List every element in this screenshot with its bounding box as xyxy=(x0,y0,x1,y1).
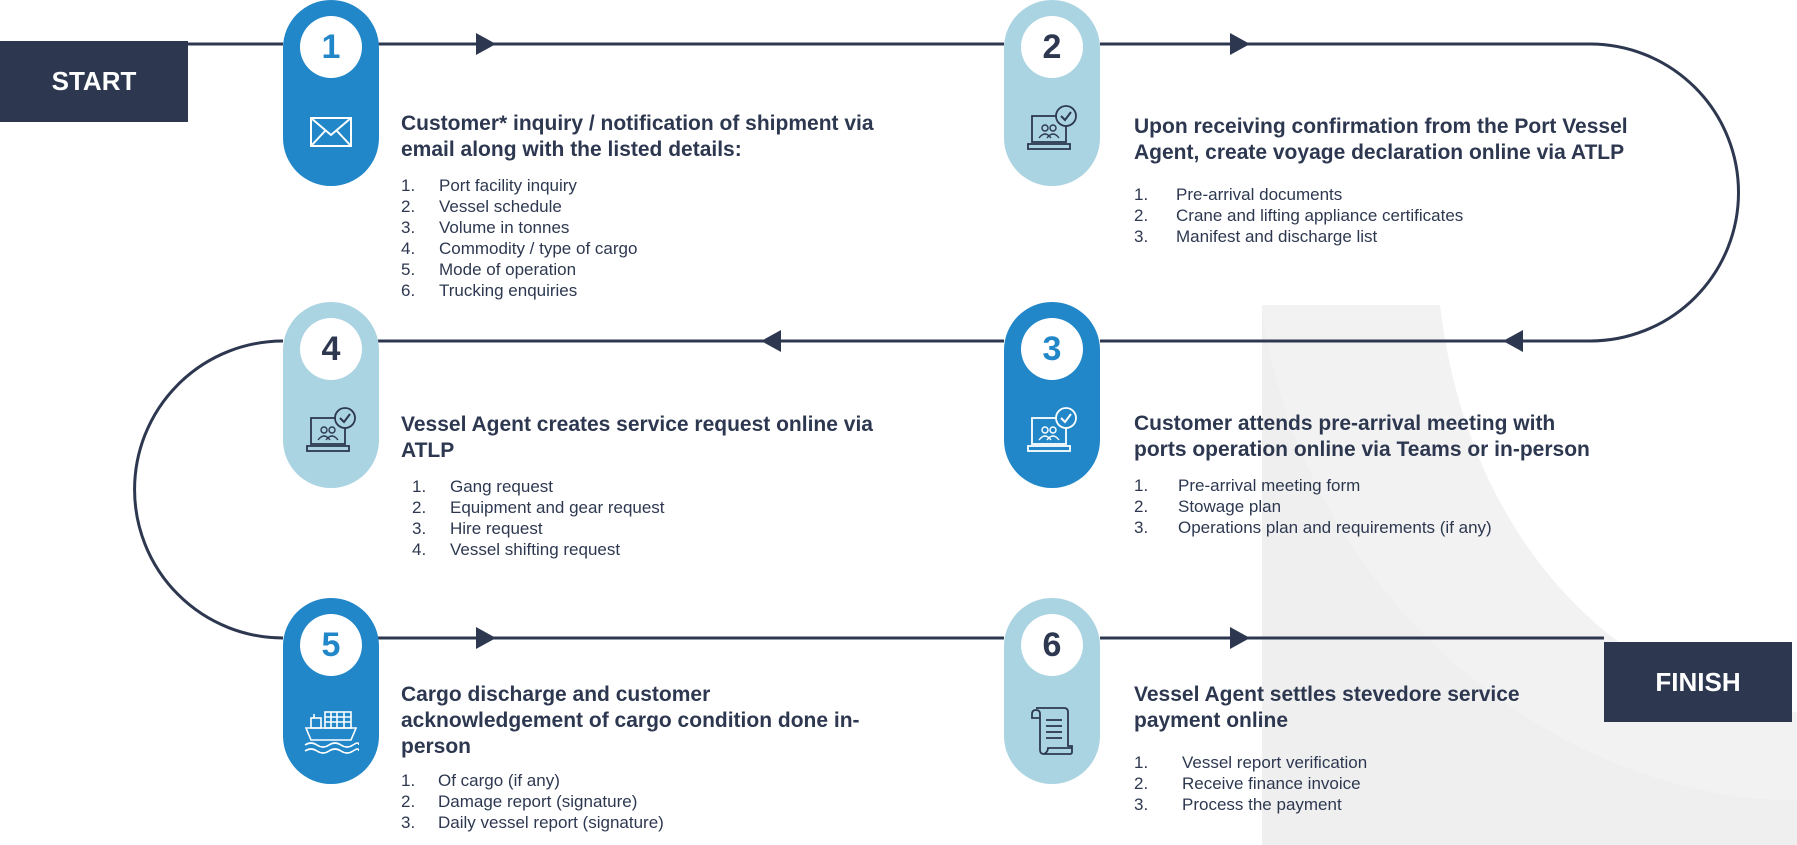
finish-label: FINISH xyxy=(1604,642,1792,722)
connector-4-5-loop xyxy=(133,339,284,640)
step-6-marker: 6 xyxy=(1004,598,1100,784)
list-item: 1.Port facility inquiry xyxy=(401,176,577,195)
step-3-list: 1.Pre-arrival meeting form 2.Stowage pla… xyxy=(1134,475,1594,538)
list-item: 3.Volume in tonnes xyxy=(401,218,570,237)
list-item: 3.Process the payment xyxy=(1134,795,1342,814)
step-4-title: Vessel Agent creates service request onl… xyxy=(401,413,873,462)
arrow-left xyxy=(1503,330,1523,352)
list-item: 4.Vessel shifting request xyxy=(412,540,621,559)
step-3-marker: 3 xyxy=(1004,302,1100,488)
step-3-content: Customer attends pre-arrival meeting wit… xyxy=(1134,411,1594,538)
list-item: 5.Mode of operation xyxy=(401,260,577,279)
step-5-title: Cargo discharge and customer acknowledge… xyxy=(401,683,860,758)
cargo-ship-icon xyxy=(304,711,359,754)
arrow-right xyxy=(476,33,496,55)
list-item: 1.Of cargo (if any) xyxy=(401,771,560,790)
step-1-marker: 1 xyxy=(283,0,379,186)
list-item: 2.Equipment and gear request xyxy=(412,498,665,517)
list-item: 2.Stowage plan xyxy=(1134,497,1282,516)
envelope-icon xyxy=(310,117,352,147)
step-4-number: 4 xyxy=(300,318,362,380)
step-6-number: 6 xyxy=(1021,614,1083,676)
list-item: 6.Trucking enquiries xyxy=(401,281,578,300)
step-1-number: 1 xyxy=(300,16,362,78)
list-item: 2.Receive finance invoice xyxy=(1134,774,1361,793)
list-item: 1.Gang request xyxy=(412,477,554,496)
step-4-marker: 4 xyxy=(283,302,379,488)
laptop-check-icon xyxy=(1027,105,1077,150)
arrow-right xyxy=(1230,627,1250,649)
laptop-check-icon xyxy=(306,407,356,452)
list-item: 3.Hire request xyxy=(412,519,543,538)
step-2-content: Upon receiving confirmation from the Por… xyxy=(1134,114,1664,247)
arrow-right xyxy=(476,627,496,649)
start-label: START xyxy=(0,41,188,122)
step-5-content: Cargo discharge and customer acknowledge… xyxy=(401,682,891,833)
step-5-marker: 5 xyxy=(283,598,379,784)
step-6-content: Vessel Agent settles stevedore service p… xyxy=(1134,682,1594,815)
arrow-right xyxy=(1230,33,1250,55)
step-1-content: Customer* inquiry / notification of ship… xyxy=(401,111,881,301)
step-2-title: Upon receiving confirmation from the Por… xyxy=(1134,115,1628,164)
list-item: 3.Operations plan and requirements (if a… xyxy=(1134,518,1492,537)
step-6-title: Vessel Agent settles stevedore service p… xyxy=(1134,683,1520,732)
step-5-list: 1.Of cargo (if any) 2.Damage report (sig… xyxy=(401,770,891,833)
scroll-document-icon xyxy=(1031,707,1073,755)
list-item: 3.Manifest and discharge list xyxy=(1134,227,1378,246)
list-item: 3.Daily vessel report (signature) xyxy=(401,813,664,832)
step-3-number: 3 xyxy=(1021,318,1083,380)
step-1-list: 1.Port facility inquiry 2.Vessel schedul… xyxy=(401,175,881,301)
list-item: 2.Crane and lifting appliance certificat… xyxy=(1134,206,1464,225)
list-item: 1.Pre-arrival documents xyxy=(1134,185,1343,204)
arrow-left xyxy=(761,330,781,352)
list-item: 2.Damage report (signature) xyxy=(401,792,638,811)
step-2-marker: 2 xyxy=(1004,0,1100,186)
connector-2-3-loop xyxy=(1100,42,1740,343)
step-2-number: 2 xyxy=(1021,16,1083,78)
step-3-title: Customer attends pre-arrival meeting wit… xyxy=(1134,412,1590,461)
background-arc xyxy=(1262,305,1797,845)
list-item: 2.Vessel schedule xyxy=(401,197,562,216)
list-item: 1.Pre-arrival meeting form xyxy=(1134,476,1361,495)
step-2-list: 1.Pre-arrival documents 2.Crane and lift… xyxy=(1134,184,1664,247)
list-item: 4.Commodity / type of cargo xyxy=(401,239,638,258)
step-5-number: 5 xyxy=(300,614,362,676)
step-1-title: Customer* inquiry / notification of ship… xyxy=(401,112,874,161)
laptop-check-icon xyxy=(1027,407,1077,452)
step-4-content: Vessel Agent creates service request onl… xyxy=(401,412,881,560)
step-6-list: 1.Vessel report verification 2.Receive f… xyxy=(1134,752,1594,815)
list-item: 1.Vessel report verification xyxy=(1134,753,1368,772)
step-4-list: 1.Gang request 2.Equipment and gear requ… xyxy=(401,476,881,560)
